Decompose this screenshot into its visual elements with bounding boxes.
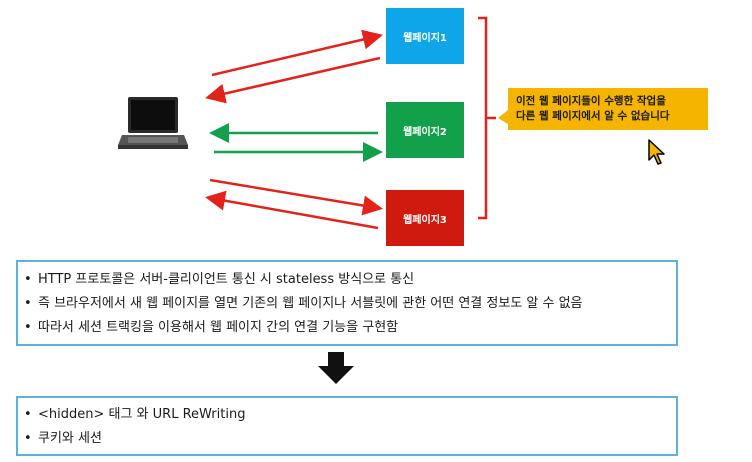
web-page-2: 웹페이지2 <box>386 102 464 158</box>
arrow-to-page3 <box>209 178 383 216</box>
web-page-1: 웹페이지1 <box>386 8 464 64</box>
down-arrow-icon <box>318 352 354 384</box>
cursor-icon <box>647 138 667 166</box>
list-item: <hidden> 태그 와 URL ReWriting <box>18 403 676 427</box>
stateless-info-box: HTTP 프로토콜은 서버-클리이언트 통신 시 stateless 방식으로 … <box>16 260 678 346</box>
stateless-info-list: HTTP 프로토콜은 서버-클리이언트 통신 시 stateless 방식으로 … <box>18 268 676 340</box>
note-line-1: 이전 웹 페이지들이 수행한 작업을 <box>516 94 666 107</box>
note-line-2: 다른 웹 페이지에서 알 수 없습니다 <box>516 110 670 122</box>
laptop-icon <box>118 95 188 153</box>
list-item: 쿠키와 세션 <box>18 427 676 451</box>
list-item: HTTP 프로토콜은 서버-클리이언트 통신 시 stateless 방식으로 … <box>18 268 676 292</box>
grouping-bracket <box>478 16 488 220</box>
list-item: 따라서 세션 트랙킹을 이용해서 웹 페이지 간의 연결 기능을 구현함 <box>18 316 676 340</box>
note-callout: 이전 웹 페이지들이 수행한 작업을 다른 웹 페이지에서 알 수 없습니다 <box>508 88 708 130</box>
arrow-from-page1 <box>205 56 381 104</box>
web-page-3-label: 웹페이지3 <box>403 214 447 226</box>
session-tracking-list: <hidden> 태그 와 URL ReWriting 쿠키와 세션 <box>18 403 676 451</box>
web-page-2-label: 웹페이지2 <box>403 126 447 138</box>
web-page-3: 웹페이지3 <box>386 190 464 246</box>
arrow-to-page1 <box>211 29 383 77</box>
note-pointer <box>498 110 508 124</box>
arrow-from-page3 <box>205 190 379 230</box>
web-page-1-label: 웹페이지1 <box>403 32 447 44</box>
session-tracking-box: <hidden> 태그 와 URL ReWriting 쿠키와 세션 <box>16 396 678 456</box>
list-item: 즉 브라우저에서 새 웹 페이지를 열면 기존의 웹 페이지나 서블릿에 관한 … <box>18 292 676 316</box>
